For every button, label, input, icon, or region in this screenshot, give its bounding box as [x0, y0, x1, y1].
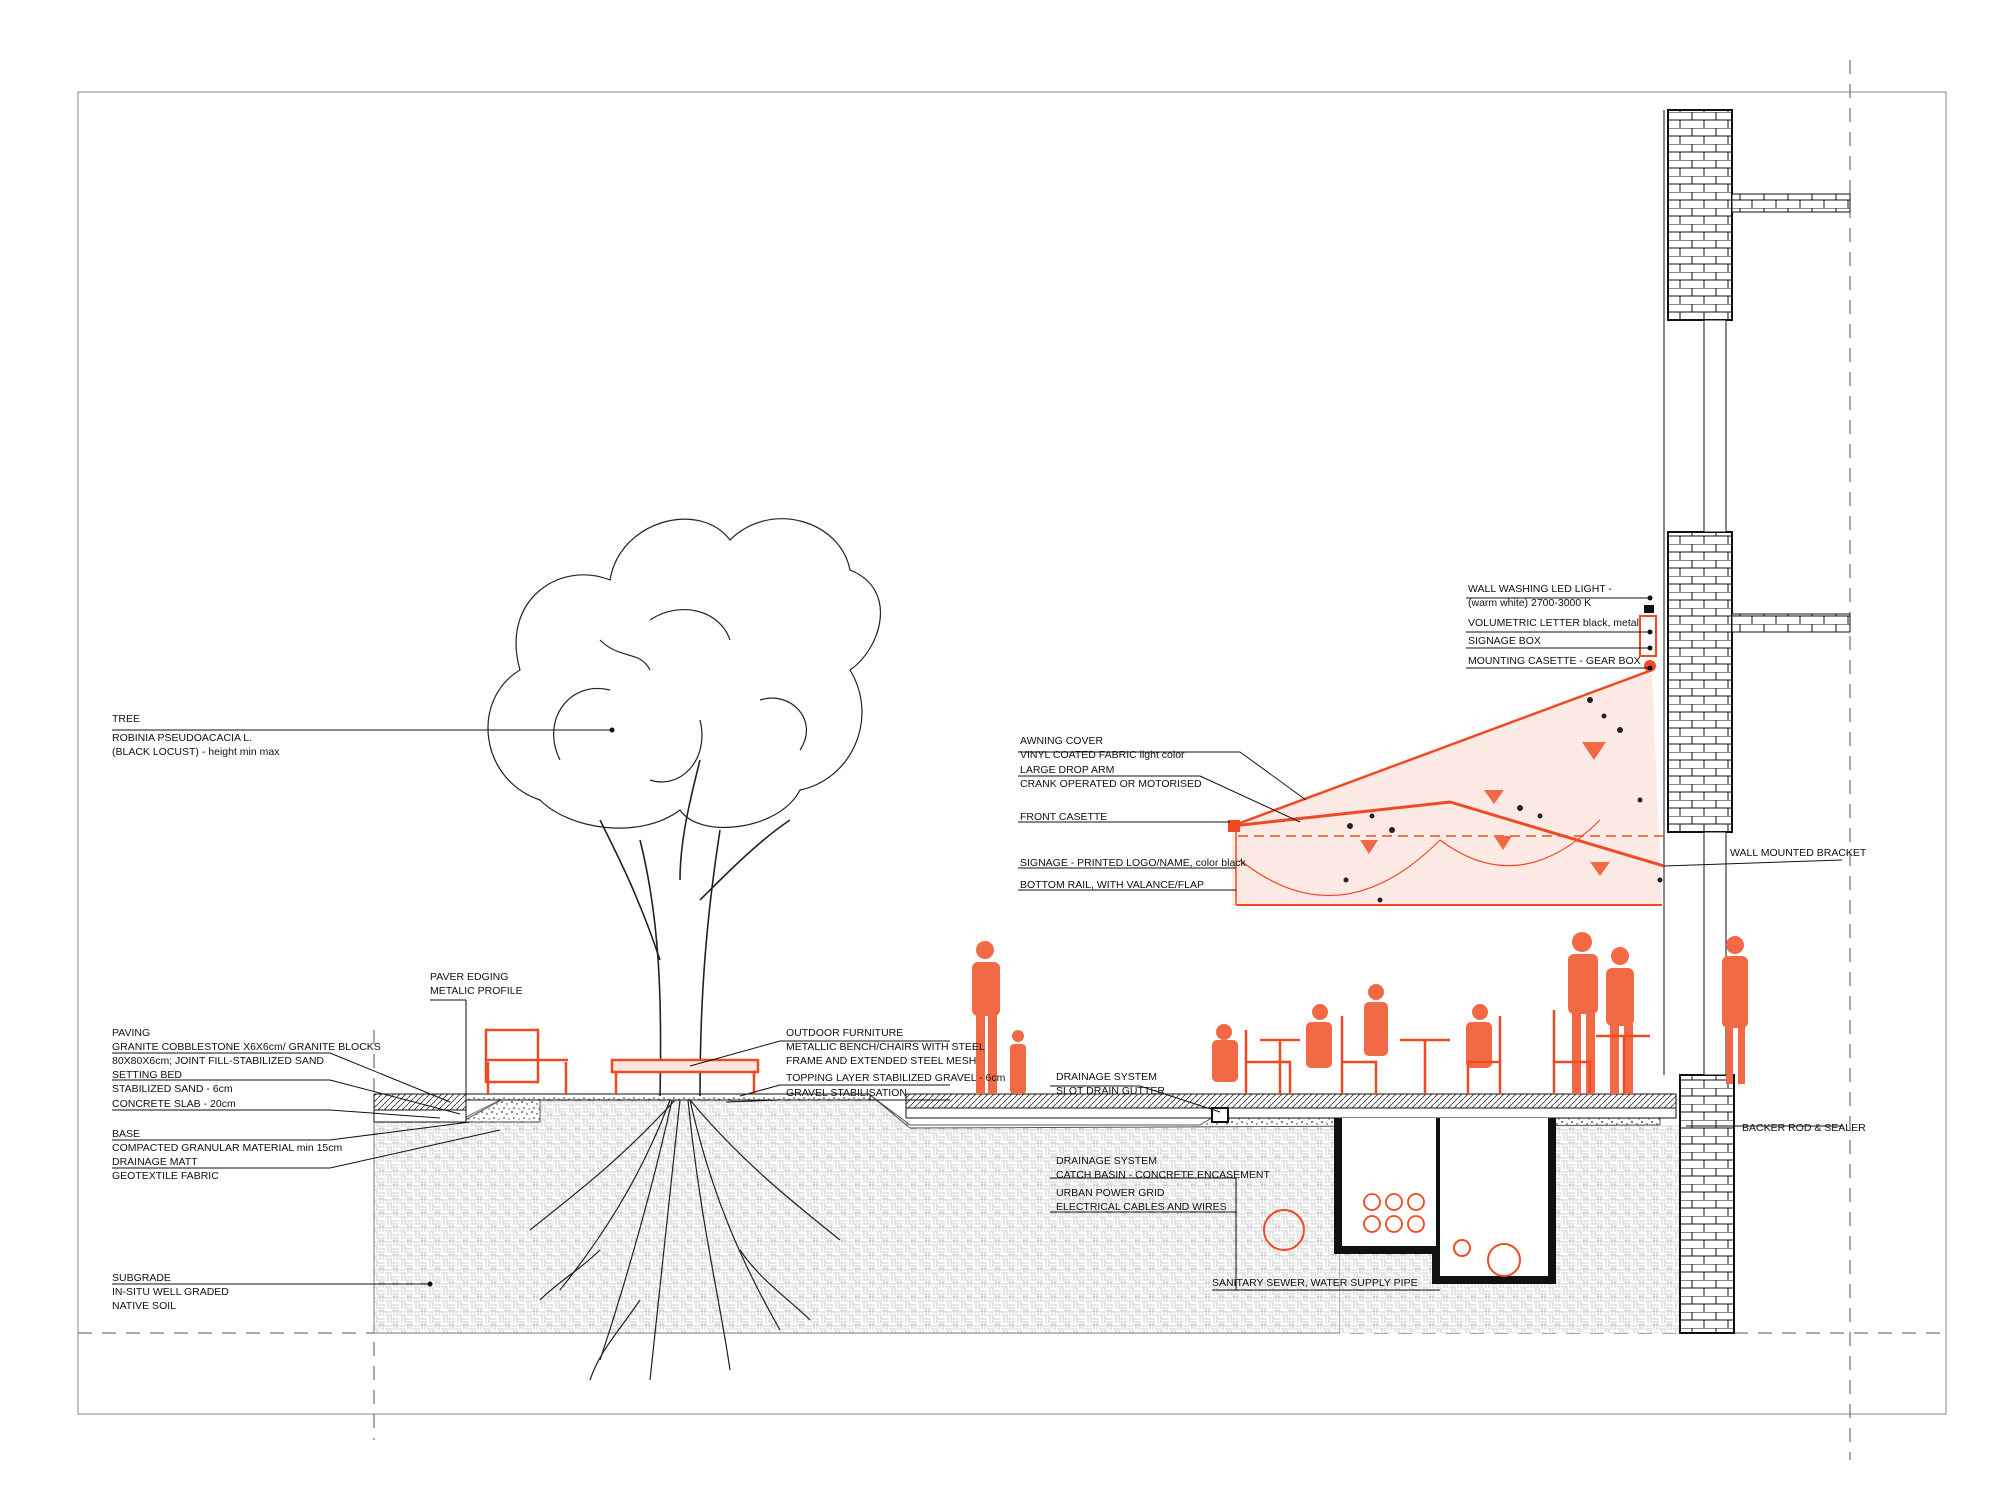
label-wall-bracket: WALL MOUNTED BRACKET — [1730, 847, 1867, 859]
hanging-planters — [1360, 742, 1610, 876]
subgrade-soil — [373, 1094, 1341, 1334]
label-power-grid: URBAN POWER GRID ELECTRICAL CABLES AND W… — [1056, 1187, 1227, 1213]
building-facade-upper — [1667, 109, 1733, 321]
label-outdoor-furniture: OUTDOOR FURNITURE METALLIC BENCH/CHAIRS … — [786, 1027, 985, 1067]
awning-cover-1: AWNING COVER — [1020, 735, 1103, 747]
label-paving: PAVING GRANITE COBBLESTONE X6X6cm/ GRANI… — [112, 1027, 381, 1095]
people-silhouettes — [972, 932, 1748, 1094]
concrete-slab-left — [373, 1109, 467, 1123]
floor-slab-lower — [1731, 613, 1851, 633]
tree-roots — [529, 1099, 841, 1381]
water-pipe — [1263, 1209, 1305, 1251]
label-concrete-slab: CONCRETE SLAB - 20cm — [112, 1098, 236, 1110]
furniture-2: METALLIC BENCH/CHAIRS WITH STEEL — [786, 1041, 985, 1053]
cafe-tables-chairs — [1244, 1010, 1650, 1094]
furniture-3: FRAME AND EXTENDED STEEL MESH — [786, 1055, 976, 1067]
label-drainage-matt: DRAINAGE MATT GEOTEXTILE FABRIC — [112, 1156, 219, 1182]
signage-box — [1639, 615, 1657, 657]
label-signage: SIGNAGE - PRINTED LOGO/NAME, color black — [1020, 857, 1247, 869]
drainage-matt-1: DRAINAGE MATT — [112, 1156, 198, 1168]
tree-label-3: (BLACK LOCUST) - height min max — [112, 746, 280, 758]
power-grid-cables — [1363, 1193, 1425, 1233]
label-front-casette: FRONT CASETTE — [1020, 811, 1107, 823]
sewer-pipe-large — [1487, 1243, 1521, 1277]
label-topping-layer: TOPPING LAYER STABILIZED GRAVEL - 6cm — [786, 1072, 1006, 1084]
power-grid-2: ELECTRICAL CABLES AND WIRES — [1056, 1201, 1227, 1213]
paving-left — [373, 1093, 467, 1111]
front-casette — [1228, 820, 1240, 832]
tree-canopy — [487, 518, 881, 829]
label-gravel-stabilisation: GRAVEL STABILISATION — [786, 1087, 907, 1099]
drainage-slot-1: DRAINAGE SYSTEM — [1056, 1071, 1157, 1083]
floor-slab-upper — [1731, 193, 1851, 213]
label-subgrade: SUBGRADE IN-SITU WELL GRADED NATIVE SOIL — [112, 1272, 229, 1312]
window-glazing-upper — [1703, 319, 1727, 533]
slot-drain-gutter — [1211, 1107, 1229, 1123]
furniture-1: OUTDOOR FURNITURE — [786, 1027, 903, 1039]
tree-label-1: TREE — [112, 713, 140, 725]
power-grid-1: URBAN POWER GRID — [1056, 1187, 1165, 1199]
string-lights — [1239, 819, 1601, 897]
awning-cover — [1231, 668, 1653, 828]
label-signage-box: SIGNAGE BOX — [1468, 635, 1541, 647]
drop-arm-2: CRANK OPERATED OR MOTORISED — [1020, 778, 1202, 790]
label-paver-edging: PAVER EDGING METALIC PROFILE — [430, 971, 523, 997]
drainage-catch-2: CATCH BASIN - CONCRETE ENCASEMENT — [1056, 1169, 1270, 1181]
window-glazing-lower — [1703, 831, 1727, 1076]
paving-1: PAVING — [112, 1027, 150, 1039]
label-drainage-catch: DRAINAGE SYSTEM CATCH BASIN - CONCRETE E… — [1056, 1155, 1270, 1181]
paving-5: STABILIZED SAND - 6cm — [112, 1083, 233, 1095]
label-vol-letter: VOLUMETRIC LETTER black, metal — [1468, 617, 1639, 629]
tree-trunk — [599, 759, 791, 1097]
label-drainage-slot: DRAINAGE SYSTEM SLOT DRAIN GUTTER — [1056, 1071, 1165, 1097]
metal-bench-right — [610, 1058, 760, 1094]
drop-arm-1: LARGE DROP ARM — [1020, 764, 1114, 776]
paving-2: GRANITE COBBLESTONE X6X6cm/ GRANITE BLOC… — [112, 1041, 381, 1053]
leader-lines — [112, 595, 1843, 1291]
base-1: BASE — [112, 1128, 140, 1140]
awning-cover-2: VINYL COATED FABRIC light color — [1020, 749, 1185, 761]
building-wall-brick — [1679, 1074, 1735, 1334]
building-facade-mid — [1667, 531, 1733, 833]
topping-gravel-tree — [465, 1093, 871, 1101]
label-sewer: SANITARY SEWER, WATER SUPPLY PIPE — [1212, 1277, 1418, 1289]
base-2: COMPACTED GRANULAR MATERIAL min 15cm — [112, 1142, 343, 1154]
awning-shade-area — [1232, 670, 1662, 905]
subgrade-1: SUBGRADE — [112, 1272, 171, 1284]
drainage-catch-1: DRAINAGE SYSTEM — [1056, 1155, 1157, 1167]
label-mounting-casette: MOUNTING CASETTE - GEAR BOX — [1468, 655, 1641, 667]
wall-led-light — [1644, 605, 1654, 613]
basin-base-2 — [1440, 1118, 1548, 1276]
paver-edging-1: PAVER EDGING — [430, 971, 508, 983]
tree-label-2: ROBINIA PSEUDOACACIA L. — [112, 732, 252, 744]
basin-base-1 — [1342, 1118, 1436, 1246]
climbing-vines — [1343, 697, 1663, 903]
label-awning-cover: AWNING COVER VINYL COATED FABRIC light c… — [1020, 735, 1185, 761]
paver-edging-2: METALIC PROFILE — [430, 985, 523, 997]
wall-light-2: (warm white) 2700-3000 K — [1468, 597, 1591, 609]
drop-arm — [1231, 800, 1665, 868]
sheet-frame — [77, 91, 1947, 1415]
label-tree: TREE ROBINIA PSEUDOACACIA L. (BLACK LOCU… — [112, 713, 280, 758]
subgrade-2: IN-SITU WELL GRADED — [112, 1286, 229, 1298]
metal-bench-left — [484, 1028, 568, 1094]
paving-3: 80X80X6cm; JOINT FILL-STABILIZED SAND — [112, 1055, 324, 1067]
paving-4: SETTING BED — [112, 1069, 182, 1081]
label-bottom-rail: BOTTOM RAIL, WITH VALANCE/FLAP — [1020, 879, 1204, 891]
drainage-matt-2: GEOTEXTILE FABRIC — [112, 1170, 219, 1182]
drainage-slot-2: SLOT DRAIN GUTTER — [1056, 1085, 1165, 1097]
label-backer-rod: BACKER ROD & SEALER — [1742, 1122, 1866, 1134]
label-base: BASE COMPACTED GRANULAR MATERIAL min 15c… — [112, 1128, 343, 1154]
label-wall-light: WALL WASHING LED LIGHT - (warm white) 27… — [1468, 583, 1612, 609]
concrete-slab-right — [905, 1107, 1677, 1119]
label-drop-arm: LARGE DROP ARM CRANK OPERATED OR MOTORIS… — [1020, 764, 1202, 790]
subgrade-3: NATIVE SOIL — [112, 1300, 176, 1312]
sewer-pipe-small — [1453, 1239, 1471, 1257]
wall-light-1: WALL WASHING LED LIGHT - — [1468, 583, 1612, 595]
paving-right — [905, 1093, 1677, 1109]
